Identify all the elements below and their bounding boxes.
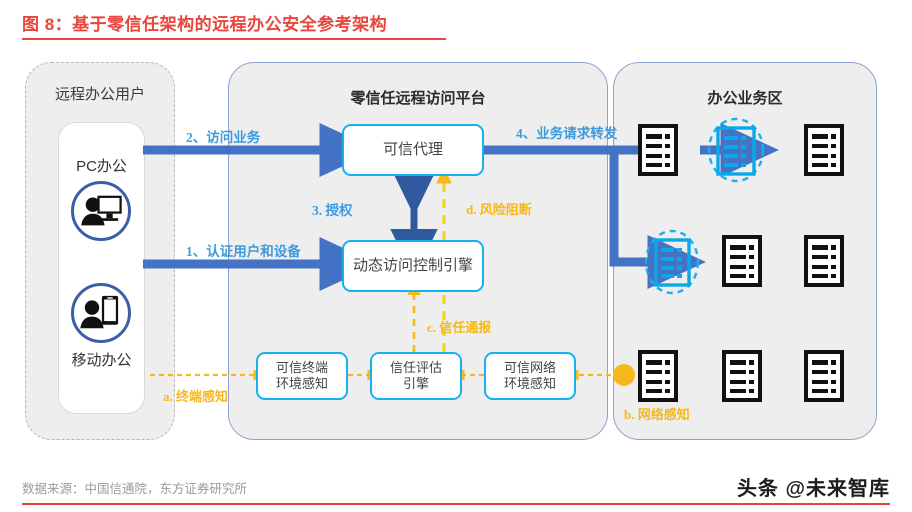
box-trust-eval-line1: 信任评估 xyxy=(389,359,442,375)
title-divider xyxy=(22,38,446,40)
box-terminal-line1: 可信终端 xyxy=(275,359,328,375)
pc-office-label: PC办公 xyxy=(76,158,127,175)
panel-office-zone: 办公业务区 xyxy=(613,62,877,440)
box-terminal-environment-sensing[interactable]: 可信终端 环境感知 xyxy=(256,352,348,400)
person-desktop-icon xyxy=(71,181,131,241)
flow-label-stepb: b. 网络感知 xyxy=(624,407,690,422)
footer-divider xyxy=(22,503,890,505)
person-mobile-icon xyxy=(71,283,131,343)
flow-label-step2: 2、访问业务 xyxy=(186,130,261,145)
box-network-environment-sensing[interactable]: 可信网络 环境感知 xyxy=(484,352,576,400)
flow-label-stepd: d. 风险阻断 xyxy=(466,202,532,217)
box-network-line1: 可信网络 xyxy=(503,359,556,375)
mobile-office-label: 移动办公 xyxy=(71,352,132,369)
box-terminal-line2: 环境感知 xyxy=(275,376,328,391)
box-trust-evaluation-engine[interactable]: 信任评估 引擎 xyxy=(370,352,462,400)
flow-label-stepa: a. 终端感知 xyxy=(163,389,229,404)
figure-title: 图 8：基于零信任架构的远程办公安全参考架构 xyxy=(22,15,388,34)
source-note: 数据来源：中国信通院，东方证券研究所 xyxy=(22,482,248,496)
flow-label-stepc: c. 信任通报 xyxy=(427,320,492,335)
flow-label-step3: 3. 授权 xyxy=(312,203,353,218)
panel-zero-trust-title: 零信任远程访问平台 xyxy=(350,90,486,107)
user-card: PC办公 移动办公 xyxy=(58,122,145,414)
flow-label-step1: 1、认证用户和设备 xyxy=(186,244,301,259)
box-network-line2: 环境感知 xyxy=(503,376,556,391)
panel-remote-users-title: 远程办公用户 xyxy=(54,86,145,103)
flow-label-step4: 4、业务请求转发 xyxy=(516,126,618,141)
watermark: 头条 @未来智库 xyxy=(736,478,890,500)
box-trust-eval-line2: 引擎 xyxy=(402,376,429,391)
panel-office-zone-title: 办公业务区 xyxy=(707,90,783,107)
box-access-control-engine[interactable]: 动态访问控制引擎 xyxy=(342,240,484,292)
box-trusted-agent[interactable]: 可信代理 xyxy=(342,124,484,176)
